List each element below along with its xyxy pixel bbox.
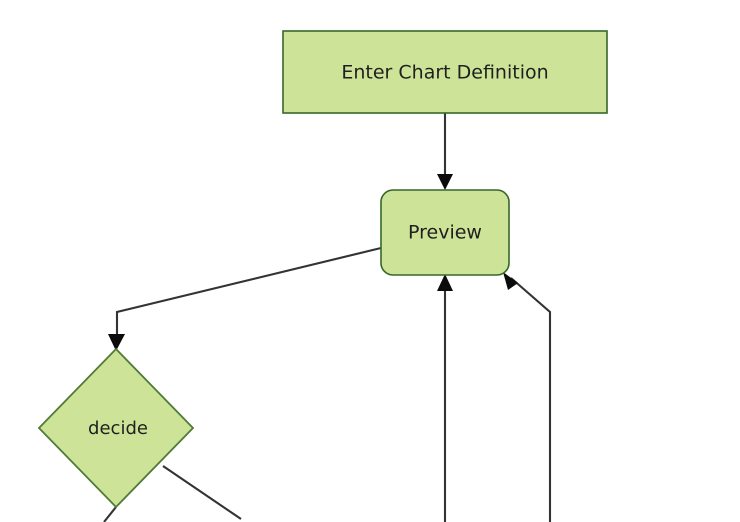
node-enter-chart-definition-label: Enter Chart Definition [341,62,548,84]
node-decide-label: decide [88,418,148,439]
edge-layer [103,113,552,522]
edge-decide-bottom-out [103,506,117,522]
node-preview-shape[interactable] [380,189,510,276]
node-enter-chart-definition-shape[interactable] [282,30,608,114]
arrowhead-bottom-right-to-preview [503,272,518,290]
edge-decide-right-out [162,465,242,520]
edge-bottom-right-to-preview [510,277,552,522]
node-enter-chart-definition[interactable]: Enter Chart Definition [282,30,608,114]
arrowhead-preview-to-decide [108,334,125,351]
node-decide[interactable]: decide [37,347,195,509]
edge-preview-to-decide [115,246,382,341]
arrowhead-enter-to-preview [437,174,453,190]
node-preview[interactable]: Preview [380,189,510,276]
node-decide-shape[interactable] [37,347,195,509]
arrowhead-bottom-center-to-preview [437,274,453,291]
node-preview-label: Preview [408,222,482,244]
